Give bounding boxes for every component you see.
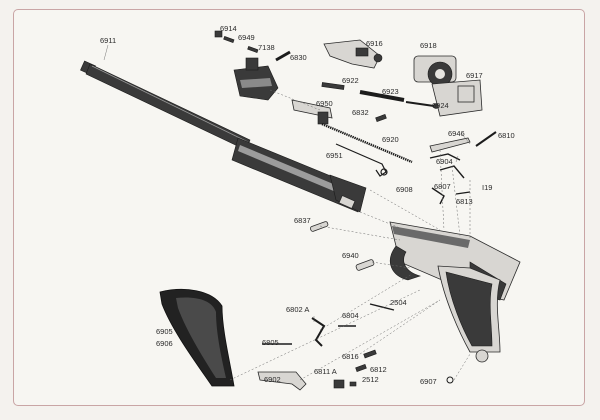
part-6916-shape: [323, 39, 381, 69]
part-6837-shape: [310, 221, 329, 232]
part-labels: 6911 6914 6949 7138 6830 6916 6918 6917 …: [100, 24, 515, 386]
part-6946-shape: [429, 137, 471, 153]
part-6810-shape: [475, 131, 497, 147]
part-6802A-shape: [311, 317, 326, 347]
label-6914: 6914: [220, 24, 237, 33]
part-2512-shape: [349, 381, 357, 387]
part-6807-shape: [439, 165, 465, 179]
label-6832: 6832: [352, 108, 369, 117]
part-6917-shape: [431, 79, 483, 117]
part-6813-shape: [455, 191, 471, 195]
part-6949-shape: [223, 35, 235, 43]
label-6949: 6949: [238, 33, 255, 42]
label-6830: 6830: [290, 53, 307, 62]
label-6906: 6906: [156, 339, 173, 348]
label-6916: 6916: [366, 39, 383, 48]
part-6908-shape: [431, 187, 445, 205]
part-6904-shape: [429, 153, 461, 161]
label-6805: 6805: [262, 338, 279, 347]
part-6811A-shape: [333, 379, 345, 389]
lanyard-ring: [475, 349, 489, 363]
part-7138-shape: [247, 45, 259, 53]
label-6812: 6812: [370, 365, 387, 374]
part-6812-shape: [355, 364, 367, 372]
label-6923: 6923: [382, 87, 399, 96]
barrel-assembly: [80, 60, 367, 213]
receiver-lug: [338, 194, 356, 210]
label-6924: 6924: [432, 101, 449, 110]
label-6908: 6908: [396, 185, 413, 194]
label-6951: 6951: [326, 151, 343, 160]
label-6802A: 6802 A: [286, 305, 309, 314]
label-6917: 6917: [466, 71, 483, 80]
trigger-small-parts: [310, 131, 497, 271]
label-2504: 2504: [390, 298, 407, 307]
barrel: [85, 63, 251, 151]
label-6922: 6922: [342, 76, 359, 85]
part-6816-shape: [363, 349, 377, 359]
label-6804: 6804: [342, 311, 359, 320]
assembly-lines: [229, 89, 471, 381]
frame-grip-assembly: [389, 221, 521, 363]
label-6911: 6911: [100, 36, 116, 45]
label-2512: 2512: [362, 375, 379, 384]
part-6907-shape: [446, 376, 454, 384]
part-6924-shape: [405, 101, 435, 107]
part-6922-shape: [321, 82, 345, 90]
label-6918: 6918: [420, 41, 437, 50]
label-6810: 6810: [498, 131, 515, 140]
trigger-guard: [390, 245, 422, 281]
label-6902: 6902: [264, 375, 281, 384]
part-6830-shape: [275, 50, 291, 62]
label-6920: 6920: [382, 135, 399, 144]
part-6914-shape: [214, 30, 223, 38]
part-6940-shape: [355, 259, 375, 271]
label-6940: 6940: [342, 251, 359, 260]
part-2504-shape: [369, 303, 395, 311]
label-6837: 6837: [294, 216, 311, 225]
part-6923-shape: [359, 90, 405, 102]
rear-sight-parts: [214, 30, 383, 101]
label-leaders: [103, 44, 471, 322]
label-6807: 6807: [434, 182, 451, 191]
label-6816: 6816: [342, 352, 359, 361]
label-6813: 6813: [456, 197, 473, 206]
label-6811A: 6811 A: [314, 367, 337, 376]
label-6905: 6905: [156, 327, 173, 336]
part-6832-shape: [375, 114, 387, 122]
label-119: I19: [482, 183, 492, 192]
lower-small-parts: [257, 303, 454, 391]
label-6950: 6950: [316, 99, 333, 108]
part-6951-shape: [335, 143, 387, 177]
label-6907: 6907: [420, 377, 437, 386]
bolt-parts: [291, 55, 483, 177]
label-6946: 6946: [448, 129, 465, 138]
label-6904: 6904: [436, 157, 453, 166]
part-6902-shape: [257, 371, 307, 391]
label-7138: 7138: [258, 43, 275, 52]
part-6920-shape: [321, 122, 413, 164]
